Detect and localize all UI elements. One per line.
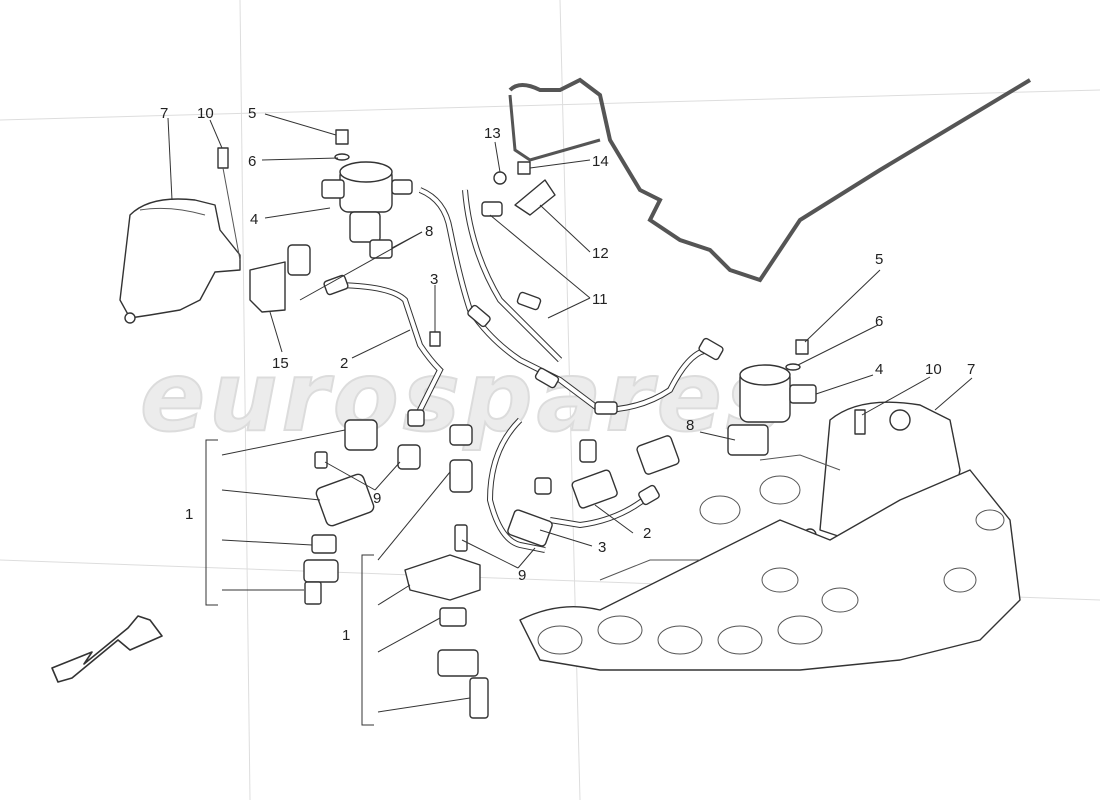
callout-1-lower: 1 xyxy=(342,627,350,644)
vapor-line xyxy=(508,77,1032,283)
callout-7-left: 7 xyxy=(160,105,168,122)
screw-5-left xyxy=(335,129,349,145)
callout-13: 13 xyxy=(484,125,501,142)
callout-8-left: 8 xyxy=(425,223,433,240)
fitting-8-right xyxy=(727,424,769,456)
high-pressure-pump-right xyxy=(727,339,817,456)
bracket-12 xyxy=(514,179,556,216)
bolt-3-upper xyxy=(429,331,441,347)
callout-15: 15 xyxy=(272,355,289,372)
screw-5-right xyxy=(795,339,809,355)
callout-6-right: 6 xyxy=(875,313,883,330)
callout-labels: 7 10 5 6 4 8 3 2 15 13 14 12 11 5 6 4 10… xyxy=(160,105,975,644)
cylinder-head xyxy=(519,454,1021,671)
callout-1-upper: 1 xyxy=(185,506,193,523)
arrow-down-left-icon xyxy=(51,615,163,683)
callout-3-upper: 3 xyxy=(430,271,438,288)
bracket-15 xyxy=(249,261,286,313)
callout-4-left: 4 xyxy=(250,211,258,228)
washer-6-right xyxy=(785,363,801,371)
callout-10-left: 10 xyxy=(197,105,214,122)
callout-2-right: 2 xyxy=(643,525,651,542)
leader-lines xyxy=(167,113,973,713)
fitting-11 xyxy=(481,201,503,217)
clip-15 xyxy=(287,244,311,276)
injector-group-lower xyxy=(404,509,553,719)
callout-12: 12 xyxy=(592,245,609,262)
vapor-line-branch xyxy=(508,94,601,162)
callout-9-upper: 9 xyxy=(373,490,381,507)
heat-shield-left xyxy=(119,198,241,324)
group-bracket-upper xyxy=(205,439,218,606)
callout-10-right: 10 xyxy=(925,361,942,378)
callout-11: 11 xyxy=(592,291,608,308)
washer-6-left xyxy=(334,153,350,161)
callout-6-left: 6 xyxy=(248,153,256,170)
callout-9-lower: 9 xyxy=(518,567,526,584)
nut-13 xyxy=(493,171,507,185)
injector-group-upper xyxy=(303,419,680,605)
callout-3-lower: 3 xyxy=(598,539,606,556)
callout-5-left: 5 xyxy=(248,105,256,122)
callout-5-right: 5 xyxy=(875,251,883,268)
callout-7-right: 7 xyxy=(967,361,975,378)
bolt-left xyxy=(217,147,241,261)
group-bracket-lower xyxy=(361,554,374,726)
callout-8-right: 8 xyxy=(686,417,694,434)
callout-14: 14 xyxy=(592,153,609,170)
bolt-10-right xyxy=(854,409,866,435)
bolt-14 xyxy=(517,161,531,175)
fuel-lines xyxy=(323,187,724,553)
high-pressure-pump-left xyxy=(321,129,413,243)
callout-2-left: 2 xyxy=(340,355,348,372)
callout-4-right: 4 xyxy=(875,361,883,378)
